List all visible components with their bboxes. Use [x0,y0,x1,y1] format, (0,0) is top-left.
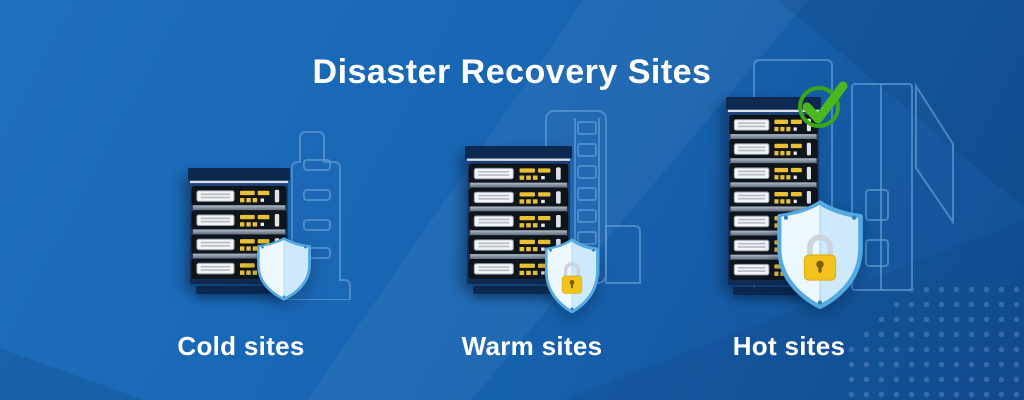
site-label-cold: Cold sites [177,331,305,361]
shield-lock-icon [543,238,601,314]
shield-icon [255,237,313,301]
site-hot [690,48,990,328]
rack-shadow [473,286,566,294]
building-outline-icon [753,59,954,291]
site-warm [430,100,680,330]
checkmark-icon [793,76,855,134]
rack-shadow [196,286,284,294]
site-cold [150,120,390,340]
page-title: Disaster Recovery Sites [312,52,712,91]
shield-lock-icon [774,200,866,310]
rack-shadow [733,287,816,295]
server-rack-icon [188,168,290,286]
server-rack-icon [465,146,572,286]
site-label-hot: Hot sites [732,331,846,361]
site-label-warm: Warm sites [461,331,603,361]
